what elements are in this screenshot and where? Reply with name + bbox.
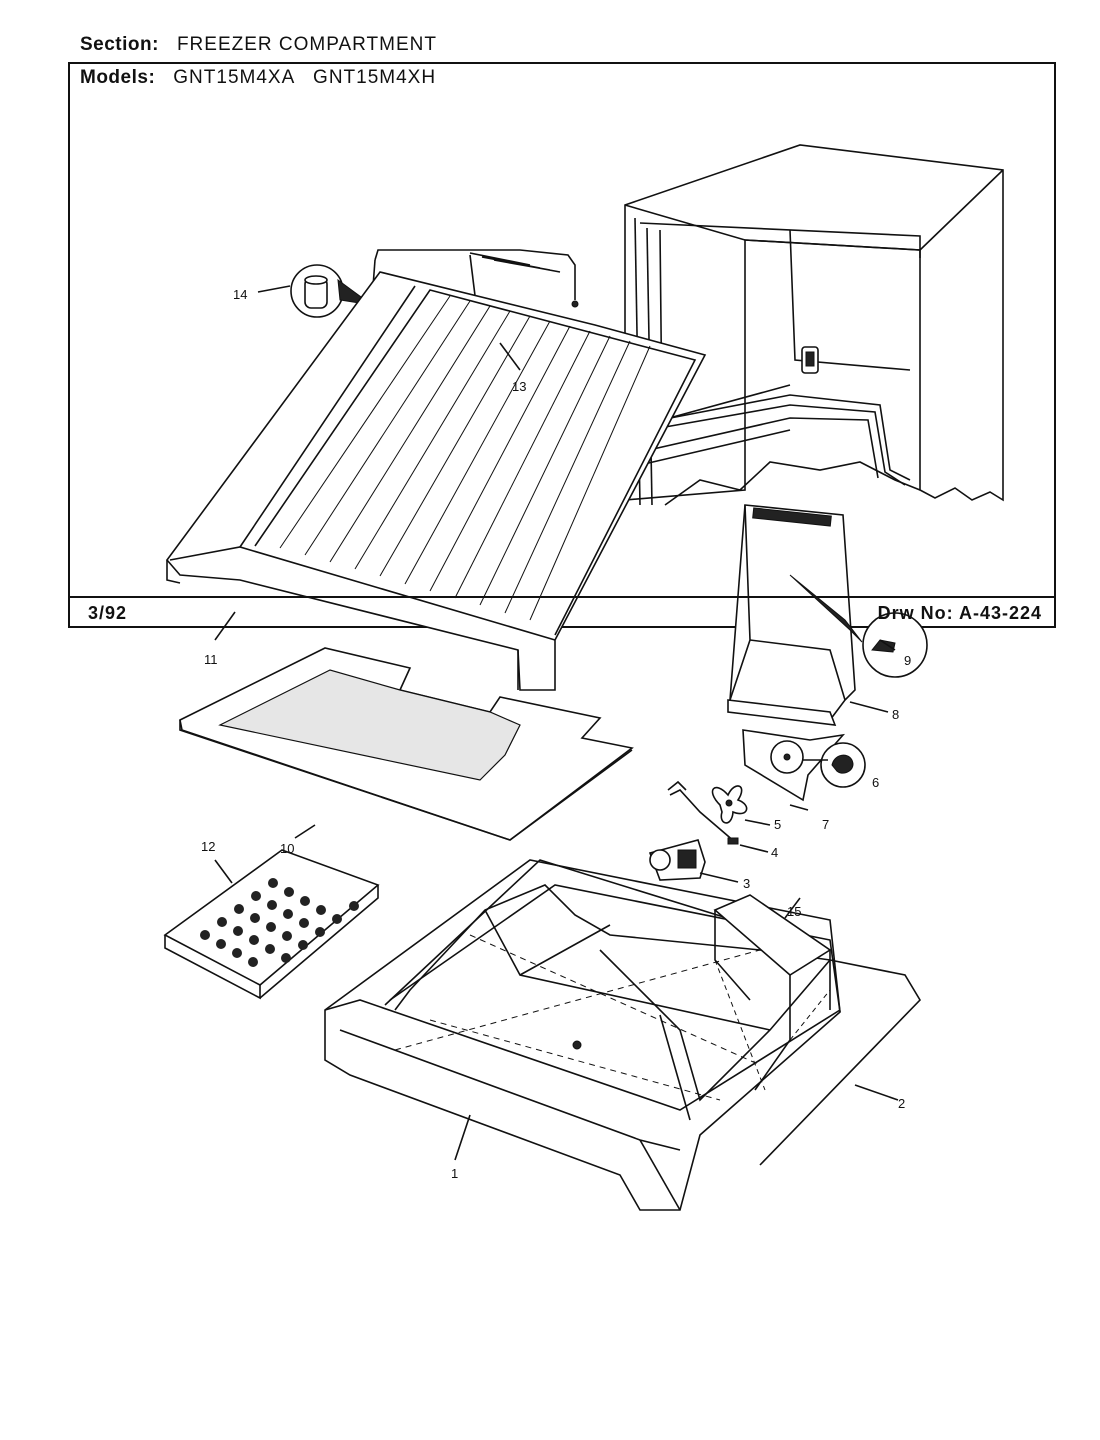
callout-8: 8 [892,707,899,722]
callout-12: 12 [201,839,215,854]
part-8-evaporator-cover [727,504,863,726]
callout-9: 9 [904,653,911,668]
callout-2: 2 [898,1096,905,1111]
footer-date: 3/92 [88,603,128,623]
part-11-freezer-shelf [165,271,707,691]
part-3-fan-motor [648,839,706,881]
callout-labels: 1 2 3 4 5 6 7 8 9 10 11 12 13 14 15 [201,287,911,1181]
part-15-duct-cover [713,894,832,1091]
callout-6: 6 [872,775,879,790]
section-label: Section: [80,34,159,55]
part-6-grommet [802,742,866,788]
part-9-screw [862,612,928,678]
footer-drawing-number: Drw No: A-43-224 [877,603,1042,623]
models-value: GNT15M4XA GNT15M4XH [173,67,437,88]
callout-14: 14 [233,287,247,302]
part-14-bumper [290,264,373,318]
footer-rule [68,596,1056,598]
callout-15: 15 [787,904,801,919]
part-12-ice-tray [163,849,380,1000]
section-value: FREEZER COMPARTMENT [176,34,437,55]
models-label: Models: [80,67,156,88]
freezer-cabinet [624,144,1004,506]
models-header: Models: GNT15M4XA GNT15M4XH [80,67,436,89]
callout-11: 11 [204,652,218,667]
callout-4: 4 [771,845,778,860]
callout-13: 13 [512,379,526,394]
callout-10: 10 [280,841,294,856]
callout-7: 7 [822,817,829,832]
callout-3: 3 [743,876,750,891]
part-5-fan-blade [711,785,748,824]
part-1-freezer-pan [324,859,841,1211]
callout-1: 1 [451,1166,458,1181]
part-4-motor-bracket [667,780,739,845]
leader-lines [214,285,899,1161]
callout-5: 5 [774,817,781,832]
part-7-fan-bracket [742,729,846,802]
part-10-shelf-cover [179,647,634,841]
section-header: Section: FREEZER COMPARTMENT [80,34,437,56]
